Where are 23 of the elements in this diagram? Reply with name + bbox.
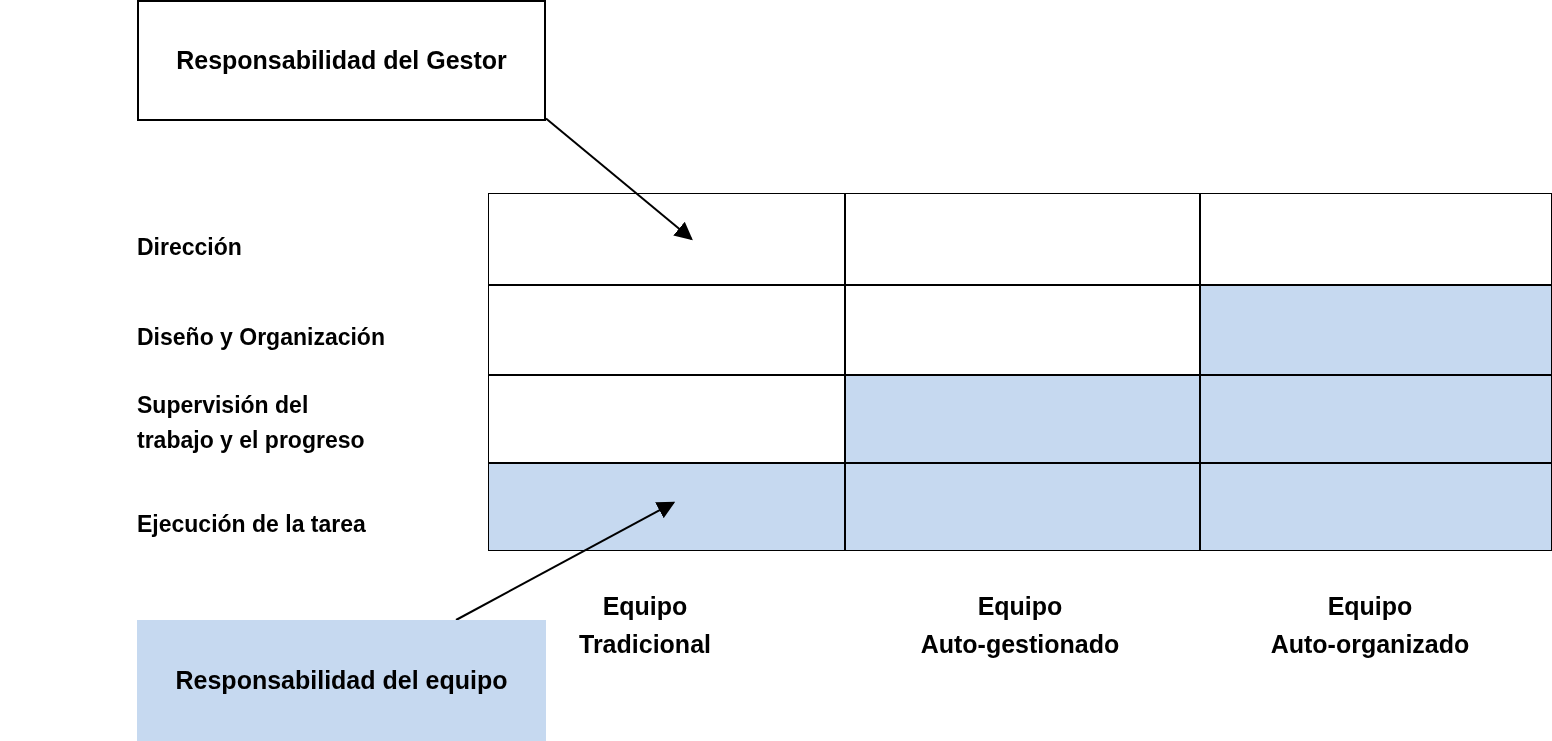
table-cell bbox=[845, 375, 1200, 463]
table-cell bbox=[1200, 285, 1552, 375]
table-cell bbox=[488, 285, 845, 375]
leader-arrow bbox=[455, 501, 676, 621]
table-cell bbox=[488, 463, 845, 551]
row-label: Diseño y Organización bbox=[137, 323, 386, 352]
table-cell bbox=[845, 463, 1200, 551]
leader-arrow bbox=[545, 117, 693, 241]
row-label: Ejecución de la tarea bbox=[137, 510, 367, 539]
column-label: Equipo Tradicional bbox=[578, 591, 712, 660]
row-label: Supervisión del trabajo y el progreso bbox=[137, 391, 366, 455]
table-cell bbox=[1200, 193, 1552, 285]
table-cell bbox=[488, 193, 845, 285]
table-cell bbox=[845, 193, 1200, 285]
row-label: Dirección bbox=[137, 233, 243, 262]
callout-box: Responsabilidad del Gestor bbox=[137, 0, 546, 121]
column-label: Equipo Auto-gestionado bbox=[919, 591, 1121, 660]
table-cell bbox=[488, 375, 845, 463]
table-cell bbox=[845, 285, 1200, 375]
column-label: Equipo Auto-organizado bbox=[1269, 591, 1471, 660]
table-cell bbox=[1200, 375, 1552, 463]
callout-box: Responsabilidad del equipo bbox=[137, 620, 546, 741]
table-cell bbox=[1200, 463, 1552, 551]
